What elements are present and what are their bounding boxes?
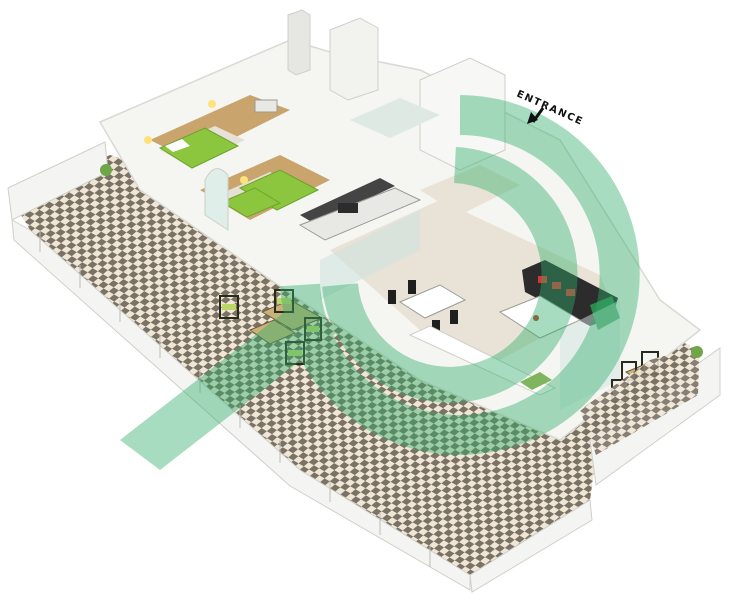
- railing-posts: [39, 230, 431, 567]
- partition-wall: [408, 325, 557, 396]
- potted-plant-2: [691, 346, 703, 358]
- logo-watermark-ring: [120, 95, 640, 470]
- bed-1-pillow: [165, 139, 190, 152]
- entry-floor: [420, 165, 520, 215]
- arrow-down-left-icon: [527, 107, 545, 124]
- desk: [254, 99, 278, 113]
- duct-block: [287, 9, 311, 76]
- decor-vase: [533, 315, 539, 321]
- utility-room: [419, 57, 506, 171]
- side-balcony-floor: [580, 345, 700, 455]
- terrace-dining-set: [219, 289, 324, 365]
- hob-icon: [338, 203, 358, 213]
- cushions: [538, 276, 575, 296]
- glass-partition-2: [560, 300, 620, 410]
- bed-3: [220, 187, 282, 218]
- dining-chairs: [388, 280, 458, 334]
- lamp-icon-2: [208, 100, 216, 108]
- glass-partition: [320, 210, 420, 300]
- potted-plant: [100, 164, 112, 176]
- arched-window: [204, 168, 229, 231]
- lamp-icon-3: [240, 176, 248, 184]
- bathroom-floor: [350, 98, 440, 138]
- terrace-floor: [12, 155, 690, 575]
- kitchen-counter: [300, 178, 395, 224]
- planter: [520, 372, 552, 390]
- dining-table: [398, 284, 467, 319]
- bed-1: [158, 127, 240, 169]
- lamp-icon: [144, 136, 152, 144]
- kitchen-cabinets: [298, 187, 422, 241]
- duct-block-2: [329, 17, 379, 101]
